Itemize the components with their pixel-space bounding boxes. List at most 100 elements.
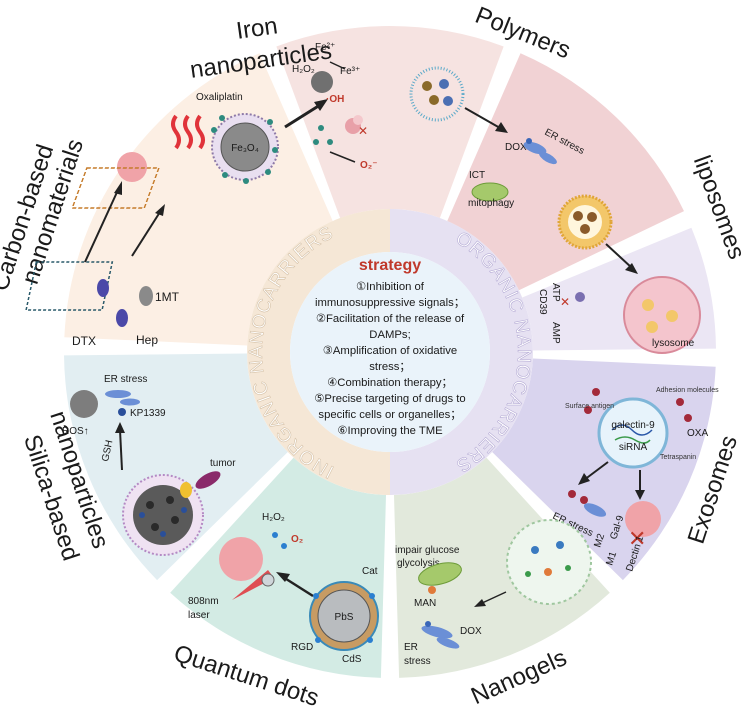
cell-icons: ✕ [313, 115, 368, 145]
organic-ring [390, 209, 533, 495]
exosome-arrow-left [583, 461, 609, 481]
nanogel-er-label: ER [404, 642, 418, 653]
lysosome-icon [623, 276, 701, 354]
nanogel-dox-label: DOX [460, 626, 482, 637]
mitochondria-icon [418, 562, 462, 586]
man-label: MAN [414, 598, 436, 609]
inhibit-x-icon: ✕ [560, 295, 570, 309]
silica-arrow-head [115, 422, 125, 433]
inorganic-ring [247, 209, 390, 495]
iron-segment [276, 25, 504, 218]
rgd-label: RGD [291, 642, 313, 653]
impair-label-2: glycolysis [397, 558, 440, 569]
kp1339-molecule-icon [118, 408, 126, 416]
galectin-label: galectin-9 [611, 420, 655, 431]
liposomes-segment-content: liposomes lysosome ATP CD39 AMP ✕ [537, 152, 750, 354]
strategy-line-10: ⑥Improving the TME [337, 425, 443, 437]
silica-er-stress-label: ER stress [104, 374, 147, 385]
h2o2-molecule-icon [272, 532, 278, 538]
cd39-label: CD39 [537, 289, 548, 315]
nanogels-segment [393, 457, 610, 678]
oxaliplatin-label: Oxaliplatin [196, 92, 243, 103]
liposome-icon [557, 194, 613, 250]
qd-arrow [282, 575, 314, 598]
fe3o4-nanoparticle-icon [211, 113, 279, 184]
polymers-segment [447, 53, 684, 291]
block-x-icon: ✕ [628, 526, 646, 551]
strategy-line-9: specific cells or organelles； [318, 409, 461, 421]
qd-arrow-head [276, 572, 290, 582]
macrophage-icon [625, 501, 661, 537]
iron-arrow-1-head [314, 99, 328, 111]
iron-sphere-icon [311, 71, 333, 93]
carbon-arrow-2-head [155, 204, 165, 216]
mitochondria-icon [471, 182, 509, 202]
qd-o2-label: O₂ [291, 534, 303, 545]
drug-capsule-icon [139, 286, 153, 306]
heat-waves-icon [171, 114, 205, 150]
man-molecule-icon [428, 586, 436, 594]
surface-antigen-label: Surface antigen [565, 403, 614, 410]
iron-arrow-o2 [329, 151, 356, 163]
qd-h2o2-label: H₂O₂ [262, 512, 285, 523]
adhesion-molecules-label: Adhesion molecules [656, 387, 719, 394]
polymer-micelle-icon [409, 66, 465, 122]
iron-arrow-1 [284, 103, 321, 129]
carbon-arrow-2 [131, 211, 161, 257]
strategy-line-3: ②Facilitation of the release of [316, 313, 465, 325]
tumor-cell-icon [117, 152, 147, 182]
targeting-ligand-icon [195, 471, 221, 489]
nanogel-arrow [479, 591, 507, 605]
qd-small-icon [261, 573, 275, 587]
laser-label-1: 808nm [188, 596, 219, 607]
cd39-enzyme-icon [575, 292, 585, 302]
strategy-title: strategy [359, 257, 421, 274]
cds-label: CdS [342, 654, 362, 665]
strategy-line-2: immunosuppressive signals； [315, 297, 465, 309]
iron-title-line1: Iron [235, 12, 280, 44]
tumor-label: tumor [210, 458, 236, 469]
ligand-yellow-icon [180, 482, 192, 498]
mitophagy-label: mitophagy [468, 198, 514, 209]
er-stress-icon [568, 490, 607, 517]
strategy-line-1: ①Inhibition of [356, 281, 425, 293]
msn-small-icon [70, 390, 98, 418]
nanogel-stress-label: stress [404, 656, 431, 667]
strategy-line-7: ④Combination therapy； [327, 377, 453, 389]
oxa-label: OXA [687, 428, 708, 439]
strategy-list: ①Inhibition of immunosuppressive signals… [314, 281, 465, 437]
amp-label: AMP [550, 322, 561, 344]
svg-text:✕: ✕ [358, 124, 368, 138]
tetraspanin-label: Tetraspanin [660, 454, 696, 461]
polymer-dox-label: DOX [505, 142, 527, 153]
carbon-arrow-1 [84, 189, 119, 263]
drug-capsule-icon-2 [97, 279, 109, 297]
atp-label: ATP [550, 283, 561, 302]
sirna-label: siRNA [619, 442, 648, 453]
o2-radical-label: O₂⁻ [360, 160, 378, 171]
ros-label: ROS↑ [62, 426, 89, 437]
dtx-label: DTX [72, 334, 96, 348]
drug-capsule-icon-3 [116, 309, 128, 327]
lysosome-label: lysosome [652, 338, 695, 349]
hep-label: Hep [136, 333, 158, 347]
m1-label: M1 [604, 550, 619, 567]
carbon-arrow-1-head [114, 181, 122, 195]
impair-label-1: impair glucose [395, 545, 460, 556]
nanogel-er-icon [421, 621, 460, 649]
kp1339-label: KP1339 [130, 408, 166, 419]
exosome-icon [584, 388, 692, 469]
nanogel-arrow-head [474, 599, 486, 607]
tumor-cell-icon [219, 537, 263, 581]
h2o2-molecule-icon-2 [281, 543, 287, 549]
fe2-label: Fe²⁺ [315, 42, 335, 53]
gsh-label: GSH [100, 439, 115, 462]
strategy-line-4: DAMPs; [369, 329, 410, 341]
nanogel-icon [506, 519, 592, 605]
quantum-dot-icon [309, 581, 379, 651]
iron-arrow-fe [329, 61, 346, 70]
silica-er-icon [105, 390, 140, 406]
strategy-line-5: ③Amplification of oxidative [323, 345, 457, 357]
er-icon [523, 138, 557, 165]
